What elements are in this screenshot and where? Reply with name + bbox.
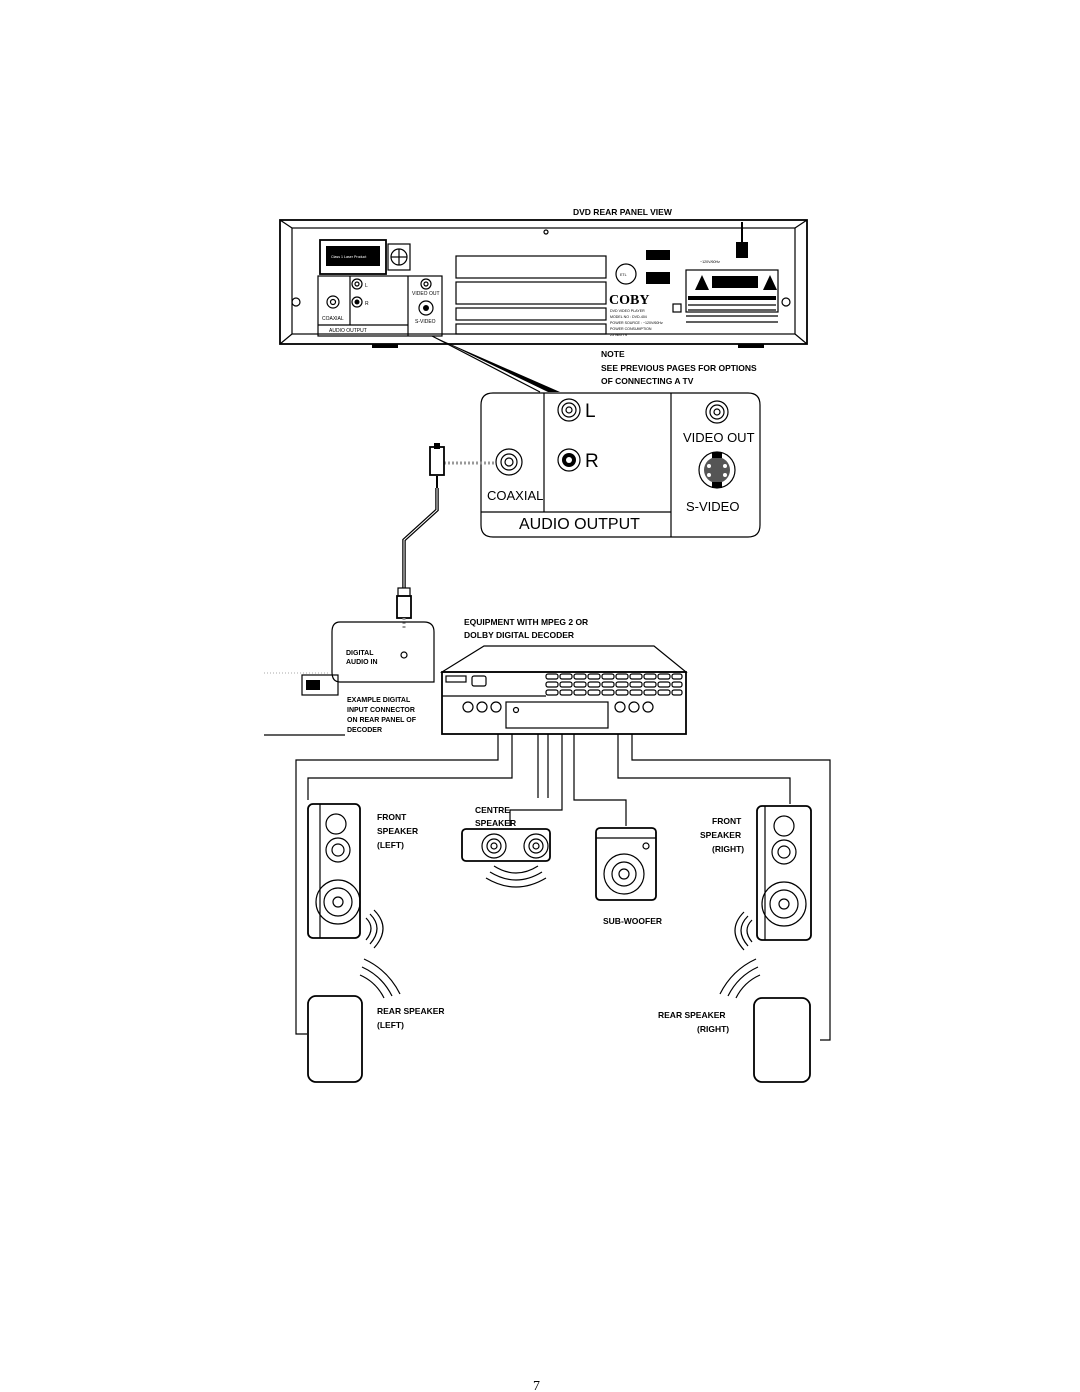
svg-text:SUB-WOOFER: SUB-WOOFER	[603, 916, 662, 926]
svg-text:REAR SPEAKER: REAR SPEAKER	[658, 1010, 726, 1020]
svg-text:SEE PREVIOUS PAGES FOR OPTIONS: SEE PREVIOUS PAGES FOR OPTIONS	[601, 363, 757, 373]
svg-text:DIGITAL: DIGITAL	[346, 650, 374, 657]
front-left-speaker: FRONT SPEAKER (LEFT)	[307, 803, 418, 949]
coaxial-plug-bottom-icon	[396, 595, 412, 619]
svg-text:R: R	[585, 451, 599, 472]
svg-text:L: L	[365, 283, 368, 289]
svg-text:CENTRE: CENTRE	[475, 805, 510, 815]
centre-speaker: CENTRE SPEAKER	[461, 805, 551, 888]
power-plug-icon	[736, 242, 748, 258]
decoder-receiver: EQUIPMENT WITH MPEG 2 OR DOLBY DIGITAL D…	[439, 617, 688, 735]
audio-output-panel-zoom: L R COAXIAL VIDEO OUT S-VIDEO AUDIO OUTP…	[480, 392, 761, 538]
svg-text:SPEAKER: SPEAKER	[475, 818, 516, 828]
rear-right-speaker: REAR SPEAKER (RIGHT)	[658, 958, 811, 1083]
svg-text:OF CONNECTING A TV: OF CONNECTING A TV	[601, 376, 694, 386]
svg-text:EQUIPMENT WITH MPEG 2 OR: EQUIPMENT WITH MPEG 2 OR	[464, 617, 588, 627]
svg-text:DOLBY DIGITAL DECODER: DOLBY DIGITAL DECODER	[464, 630, 574, 640]
svg-text:Class 1 Laser Product: Class 1 Laser Product	[331, 255, 366, 259]
svg-text:(RIGHT): (RIGHT)	[697, 1024, 729, 1034]
digital-audio-in-jack	[400, 651, 408, 659]
digital-audio-in-panel: DIGITAL AUDIO IN EXAMPLE DIGITAL INPUT C…	[264, 621, 435, 736]
svg-text:COAXIAL: COAXIAL	[487, 488, 543, 503]
svg-text:AUDIO OUTPUT: AUDIO OUTPUT	[519, 516, 640, 533]
digital-input-connector	[301, 674, 339, 696]
warning-label	[685, 269, 779, 313]
svg-text:DECODER: DECODER	[347, 727, 382, 734]
svg-text:COAXIAL: COAXIAL	[322, 316, 344, 322]
audio-right-jack	[557, 448, 581, 472]
certification-mark-icon	[615, 263, 637, 285]
svg-text:R: R	[365, 301, 369, 307]
coaxial-jack	[495, 448, 523, 476]
svg-text:MODEL NO : DVD-404: MODEL NO : DVD-404	[610, 315, 647, 319]
svg-text:ON REAR PANEL OF: ON REAR PANEL OF	[347, 717, 417, 724]
svg-text:SPEAKER: SPEAKER	[700, 830, 741, 840]
svg-text:AUDIO OUTPUT: AUDIO OUTPUT	[329, 328, 367, 334]
svg-text:(LEFT): (LEFT)	[377, 840, 404, 850]
svg-text:VIDEO OUT: VIDEO OUT	[412, 291, 440, 297]
speaker-wires	[295, 734, 831, 1041]
svg-text:~120V/60Hz: ~120V/60Hz	[700, 260, 720, 264]
svg-text:L: L	[585, 401, 596, 422]
svg-text:EXAMPLE DIGITAL: EXAMPLE DIGITAL	[347, 697, 411, 704]
svg-text:S-VIDEO: S-VIDEO	[686, 499, 739, 514]
svg-text:ETL: ETL	[620, 273, 627, 277]
svg-text:AUDIO IN: AUDIO IN	[346, 659, 378, 666]
laser-label	[326, 246, 380, 266]
decoder-button-grid	[545, 673, 683, 696]
svg-text:DVD VIDEO PLAYER: DVD VIDEO PLAYER	[610, 309, 645, 313]
sub-woofer: SUB-WOOFER	[595, 827, 662, 926]
rear-left-speaker: REAR SPEAKER (LEFT)	[307, 958, 445, 1083]
note: NOTE SEE PREVIOUS PAGES FOR OPTIONS OF C…	[601, 349, 757, 386]
dvd-panel-title: DVD REAR PANEL VIEW	[573, 207, 673, 217]
svg-text:S-VIDEO: S-VIDEO	[415, 319, 436, 325]
svg-text:FRONT: FRONT	[377, 812, 407, 822]
coaxial-plug-top-icon	[429, 446, 445, 476]
svg-text:NOTE: NOTE	[601, 349, 625, 359]
svg-text:(LEFT): (LEFT)	[377, 1020, 404, 1030]
coaxial-cable	[396, 443, 494, 630]
svg-text:25 WATTS: 25 WATTS	[610, 333, 628, 337]
svg-text:(RIGHT): (RIGHT)	[712, 844, 744, 854]
svg-text:REAR SPEAKER: REAR SPEAKER	[377, 1006, 445, 1016]
audio-left-jack	[557, 398, 581, 422]
svg-text:COBY: COBY	[609, 293, 649, 308]
svg-text:VIDEO OUT: VIDEO OUT	[683, 430, 755, 445]
svg-text:FRONT: FRONT	[712, 816, 742, 826]
svg-text:POWER CONSUMPTION: POWER CONSUMPTION	[610, 327, 652, 331]
warning-triangle-icon	[695, 275, 709, 290]
front-right-speaker: FRONT SPEAKER (RIGHT)	[700, 805, 812, 951]
svg-text:SPEAKER: SPEAKER	[377, 826, 418, 836]
svg-text:INPUT CONNECTOR: INPUT CONNECTOR	[347, 707, 415, 714]
dvd-rear-panel: DVD REAR PANEL VIEW Class 1 Laser Produc…	[279, 207, 808, 348]
page-number: 7	[533, 1379, 540, 1392]
video-out-jack	[705, 400, 729, 424]
decoder-display	[505, 701, 609, 729]
svg-text:POWER SOURCE : ~120V/60Hz: POWER SOURCE : ~120V/60Hz	[610, 321, 663, 325]
